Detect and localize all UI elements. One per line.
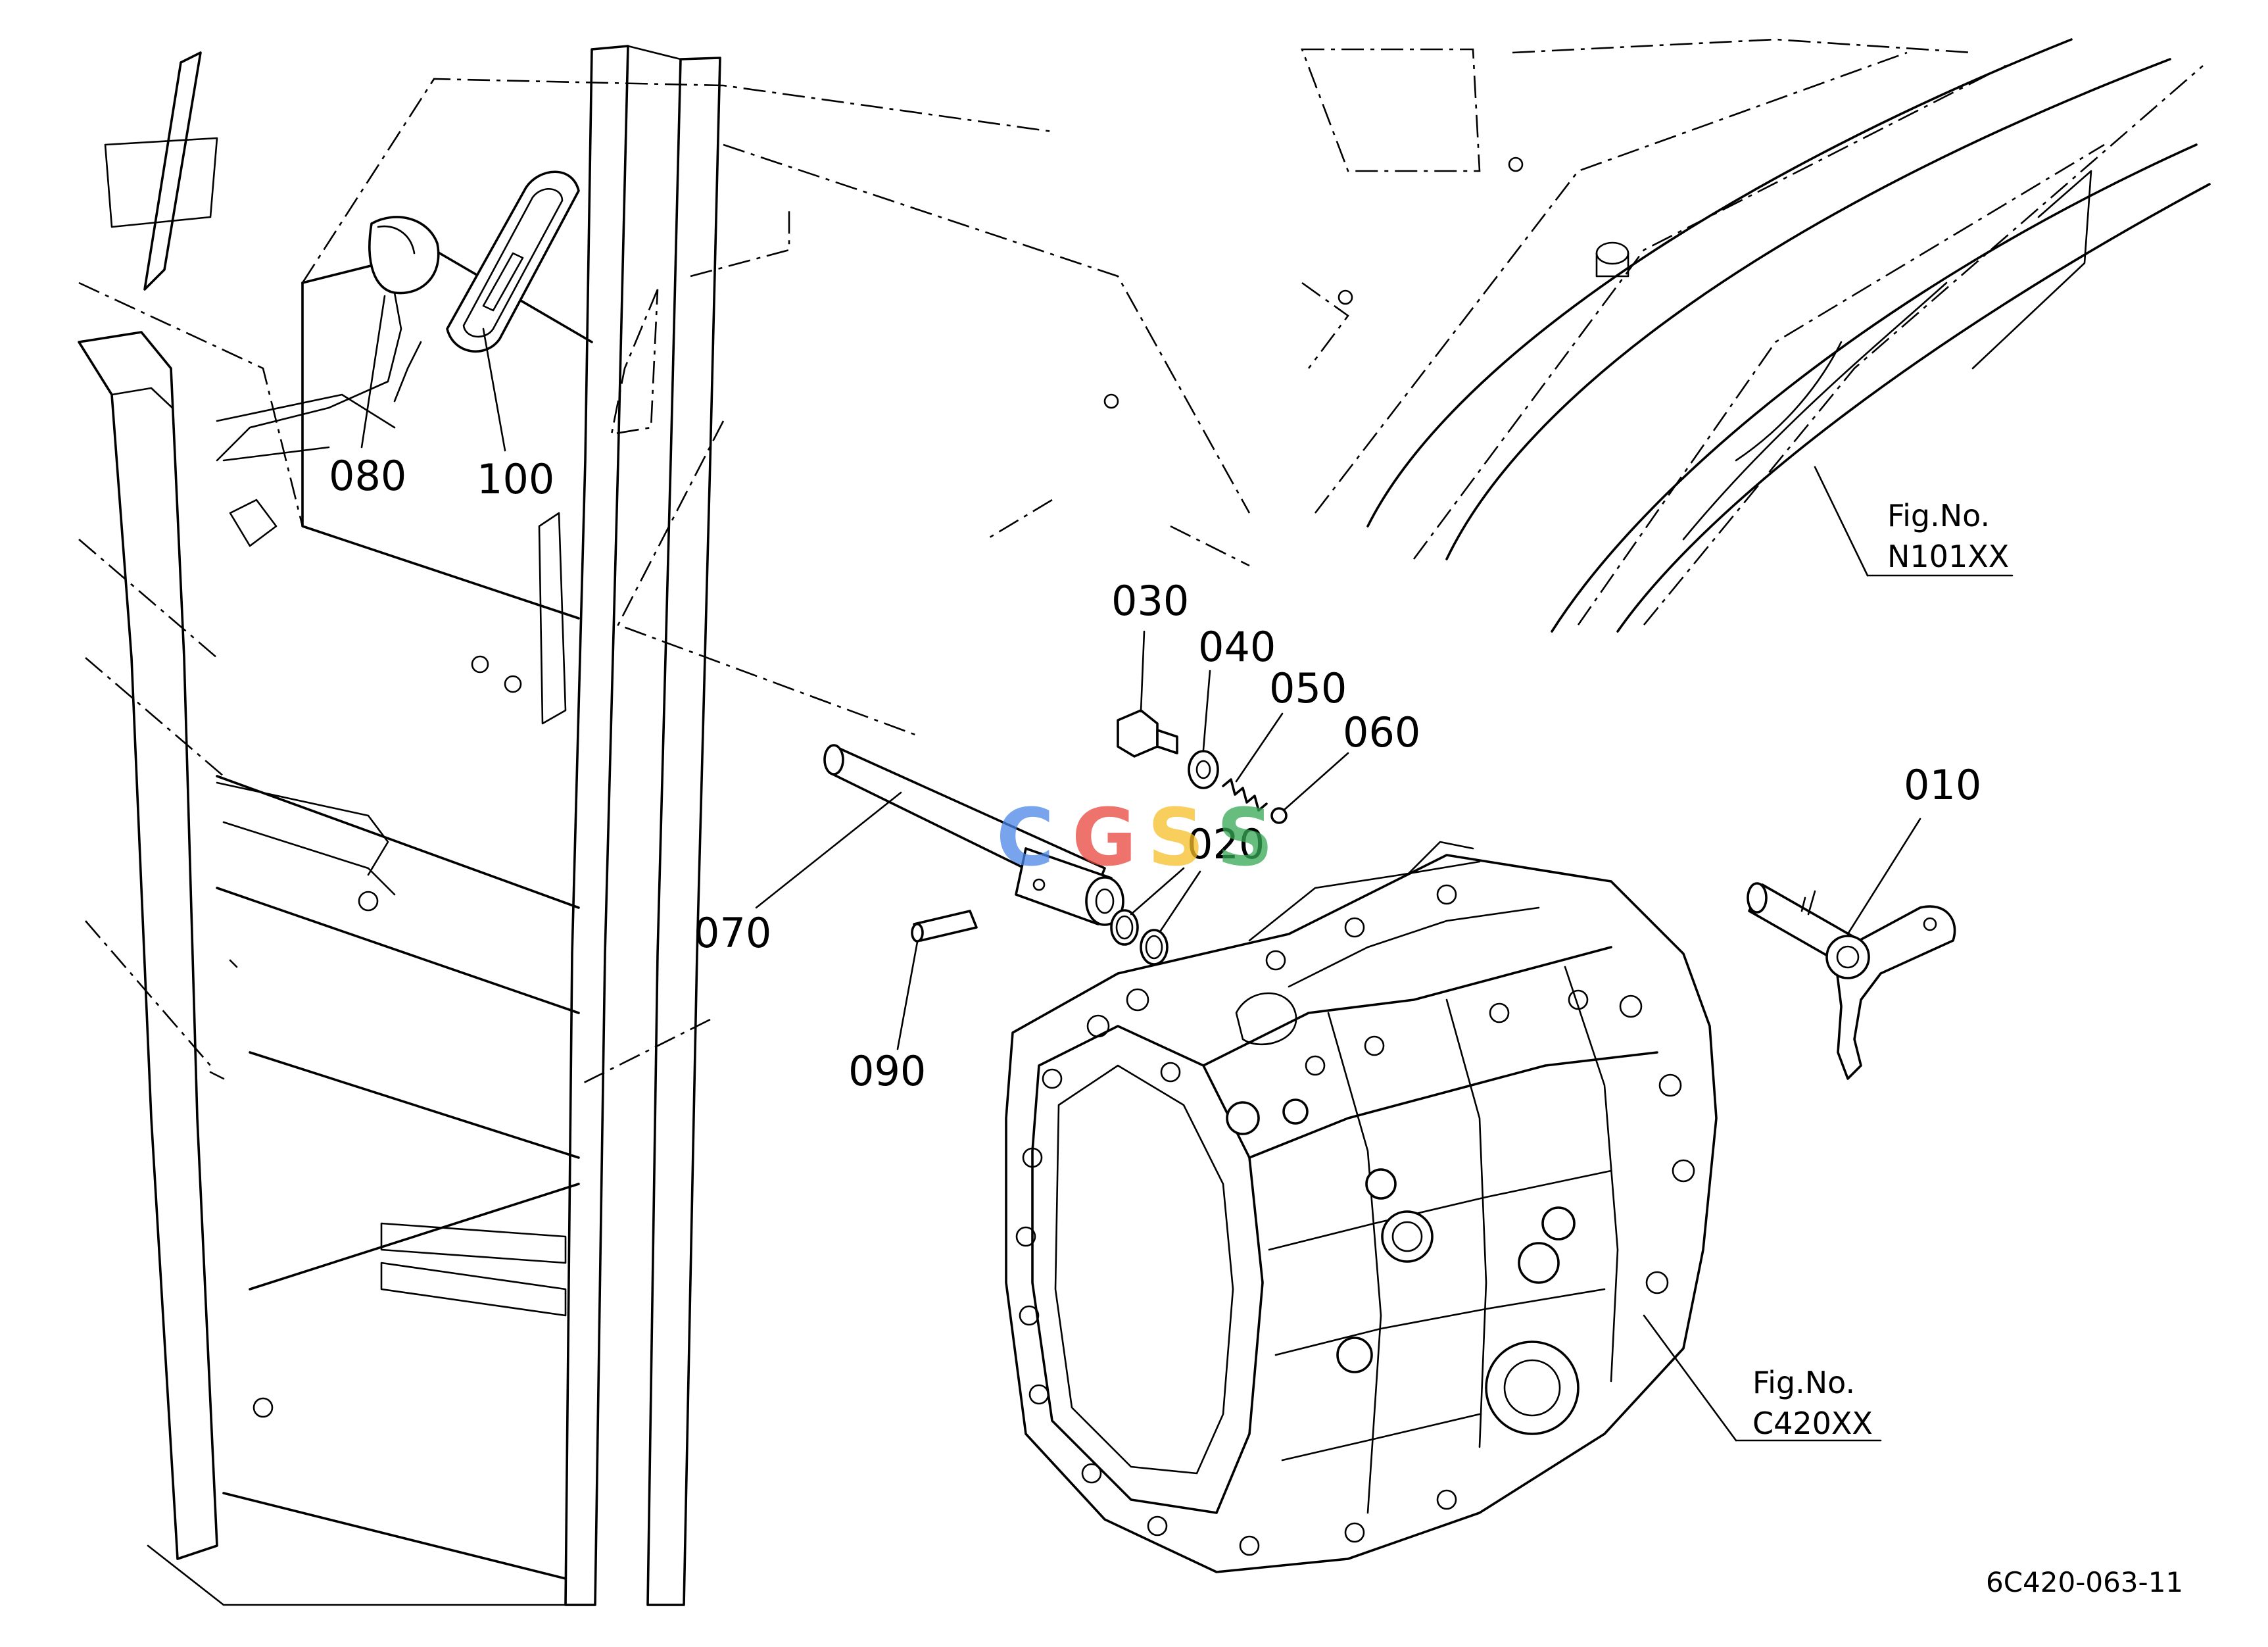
label-100: 100 <box>477 455 554 503</box>
drawing-number: 6C420-063-11 <box>1986 1566 2183 1598</box>
fig-ref-n101xx-line2: N101XX <box>1887 539 2009 574</box>
label-070: 070 <box>694 909 771 957</box>
fig-ref-c420xx-line2: C420XX <box>1752 1406 1873 1441</box>
part-020-o-rings[interactable] <box>1110 909 1169 966</box>
label-080: 080 <box>329 452 406 500</box>
watermark-letter-4: S <box>1217 793 1273 884</box>
part-040-washer[interactable] <box>1188 750 1219 789</box>
part-070-shaft[interactable] <box>823 744 1124 926</box>
watermark-letter-3: S <box>1147 793 1204 884</box>
label-060: 060 <box>1343 708 1420 756</box>
part-030-plug[interactable] <box>1117 709 1178 758</box>
part-100-guide-plate[interactable] <box>446 170 580 353</box>
label-030: 030 <box>1111 577 1189 625</box>
phantom-lines <box>78 38 2204 1087</box>
part-010-lever[interactable] <box>1747 882 1956 1080</box>
part-080-knob[interactable] <box>216 216 440 462</box>
fender-arches <box>1103 38 2211 633</box>
watermark-letter-2: G <box>1072 793 1137 884</box>
figure-reference-n101xx[interactable]: Fig.No. N101XX <box>1887 498 2009 574</box>
part-060-ball[interactable] <box>1270 807 1288 824</box>
label-040: 040 <box>1198 623 1276 671</box>
figure-reference-c420xx[interactable]: Fig.No. C420XX <box>1752 1365 1873 1441</box>
label-090: 090 <box>848 1047 926 1095</box>
fig-ref-n101xx-line1: Fig.No. <box>1887 498 1990 533</box>
watermark-letter-1: C <box>996 793 1054 884</box>
part-090-pin[interactable] <box>911 910 978 943</box>
label-020: 020 <box>1187 820 1265 868</box>
label-010: 010 <box>1904 761 1981 809</box>
transmission-case <box>1005 841 1718 1573</box>
cab-frame-structure <box>78 45 721 1606</box>
leader-lines <box>360 295 2014 1442</box>
part-labels: 030 040 050 060 010 020 070 090 080 100 <box>329 452 1981 1095</box>
watermark-logo: C G S S <box>996 793 1273 884</box>
part-050-spring[interactable] <box>1222 778 1268 812</box>
label-050: 050 <box>1269 664 1347 712</box>
fig-ref-c420xx-line1: Fig.No. <box>1752 1365 1855 1400</box>
